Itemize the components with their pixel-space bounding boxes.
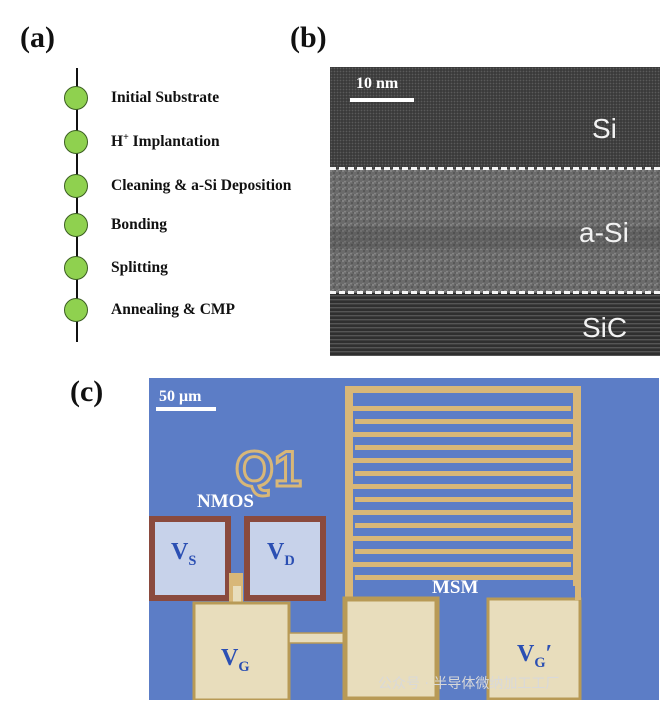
layer-label-a-si: a-Si — [579, 217, 629, 248]
step-label: Cleaning & a-Si Deposition — [111, 177, 292, 194]
nmos-label: NMOS — [197, 491, 254, 512]
layer-label-si: Si — [592, 113, 617, 144]
interface-line-top — [330, 167, 660, 170]
msm-label: MSM — [432, 577, 479, 598]
step-dot — [64, 174, 88, 198]
interface-line-bottom — [330, 291, 660, 294]
tem-scale-bar — [350, 98, 414, 102]
tem-texture — [330, 67, 660, 356]
device-layout: Q1 — [149, 386, 582, 700]
process-flow-line — [76, 68, 78, 342]
step-dot — [64, 130, 88, 154]
step-dot — [64, 86, 88, 110]
process-step: H+ Implantation — [64, 130, 220, 154]
step-dot — [64, 213, 88, 237]
tem-image: 10 nm Si a-Si SiC — [330, 67, 660, 356]
pad-label-vg: VG — [221, 645, 250, 675]
process-step: Splitting — [64, 256, 168, 280]
device-id-q1: Q1 — [235, 441, 302, 497]
watermark: 公众号 · 半导体微纳加工工厂 — [378, 676, 560, 692]
device-micrograph: Q1 50 μm NMOS MSM VS VD VG VG′ — [149, 378, 659, 700]
micro-scale-bar — [156, 407, 216, 411]
step-label: H+ Implantation — [111, 132, 220, 151]
step-label: Splitting — [111, 259, 168, 276]
panel-label-c: (c) — [70, 375, 104, 408]
step-dot — [64, 256, 88, 280]
tem-scale-label: 10 nm — [356, 75, 399, 92]
step-label: Annealing & CMP — [111, 301, 235, 318]
process-step: Cleaning & a-Si Deposition — [64, 174, 291, 198]
layer-label-sic: SiC — [582, 312, 628, 343]
pad-label-vs: VS — [171, 539, 197, 569]
pad-label-vd: VD — [267, 539, 295, 569]
panel-label-b: (b) — [290, 21, 327, 54]
process-step: Initial Substrate — [64, 86, 219, 110]
panel-label-a: (a) — [20, 21, 55, 54]
pad-label-vg-prime: VG′ — [517, 641, 553, 671]
step-label: Bonding — [111, 216, 168, 233]
step-label: Initial Substrate — [111, 89, 220, 106]
process-step: Bonding — [64, 213, 167, 237]
step-dot — [64, 298, 88, 322]
process-step: Annealing & CMP — [64, 298, 235, 322]
micro-scale-label: 50 μm — [159, 388, 202, 405]
